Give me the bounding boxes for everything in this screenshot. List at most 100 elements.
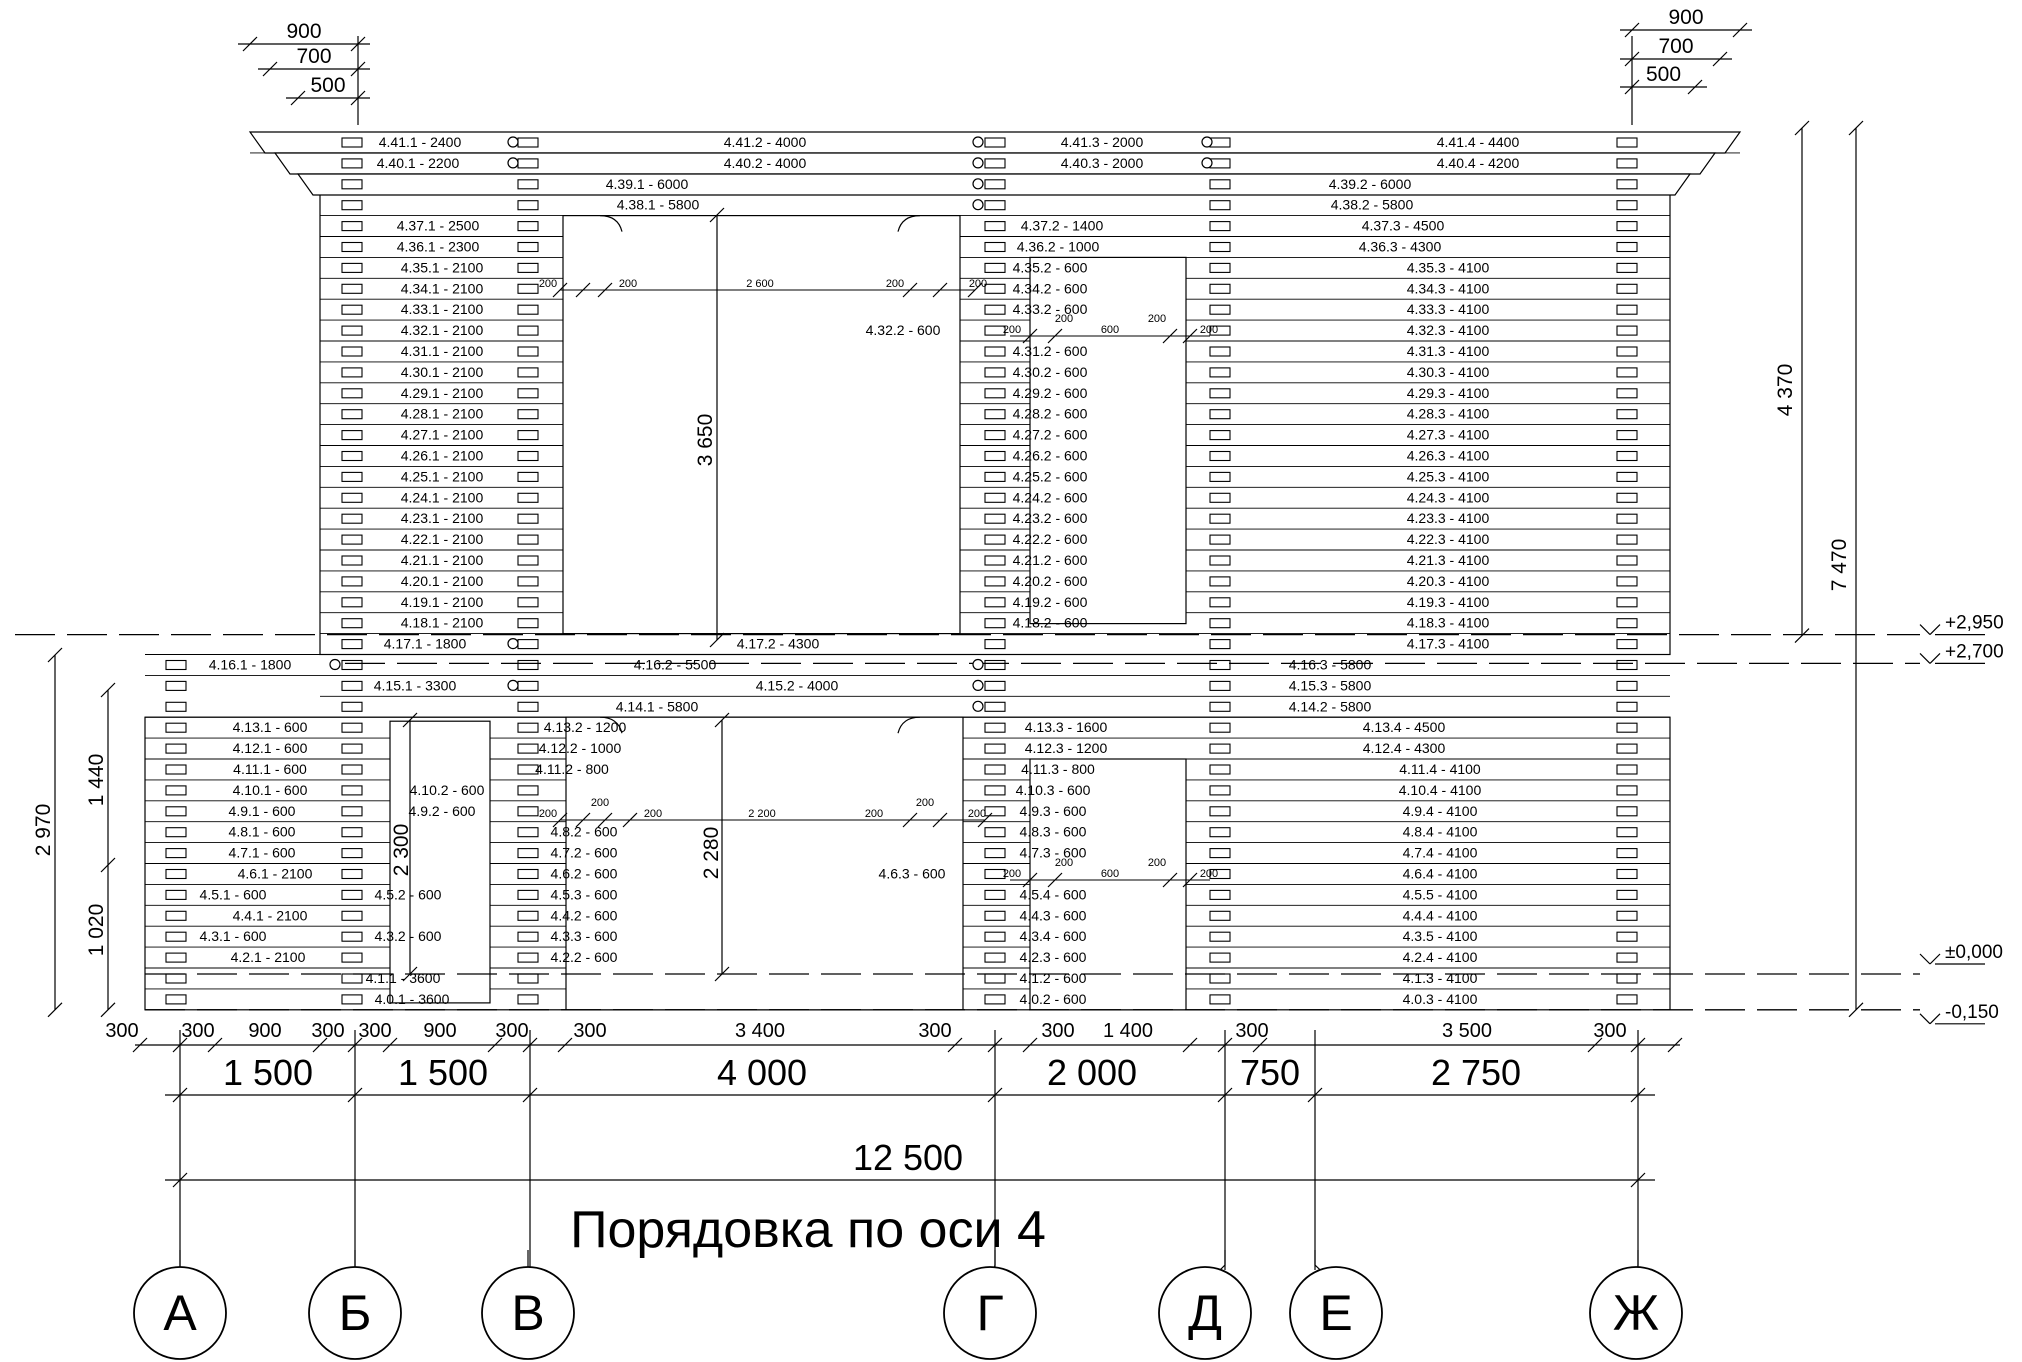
log-notch [341, 450, 363, 462]
dimension-tick [552, 812, 568, 828]
dimension-tick [1848, 120, 1864, 136]
dimension-tick [902, 812, 918, 828]
log-label-21-2: 4.21.3 - 4100 [1407, 552, 1490, 568]
log-notch [341, 367, 363, 378]
log-label-35-0: 4.35.1 - 2100 [401, 259, 484, 275]
dimension-tick [597, 812, 613, 828]
log-label-11-3: 4.11.4 - 4100 [1399, 761, 1481, 777]
log-label-6-1: 4.6.2 - 600 [551, 866, 618, 882]
log-label-12-3: 4.12.4 - 4300 [1363, 740, 1446, 756]
dimension-tick [1182, 872, 1198, 888]
log-notch [1616, 200, 1638, 211]
dim-b1-7: 300 [573, 1020, 606, 1042]
log-notch [1209, 534, 1231, 545]
dimension-tick [714, 712, 730, 728]
log-notch [341, 576, 363, 587]
log-notch [1616, 576, 1638, 587]
log-notch [1616, 325, 1638, 336]
log-notch [341, 221, 363, 232]
log-label-41-3: 4.41.4 - 4400 [1437, 134, 1520, 150]
log-label-36-0: 4.36.1 - 2300 [397, 239, 480, 255]
log-notch [984, 450, 1006, 462]
log-label-5-2: 4.5.3 - 600 [551, 886, 618, 902]
log-label-23-2: 4.23.3 - 4100 [1407, 510, 1490, 526]
door-opening [389, 720, 491, 1004]
log-notch [341, 534, 363, 545]
log-notch [341, 806, 363, 817]
log-label-19-0: 4.19.1 - 2100 [401, 594, 484, 610]
log-label-30-2: 4.30.3 - 4100 [1407, 364, 1490, 380]
dim-window-lower-h: 2 280 [700, 827, 723, 880]
log-notch [165, 722, 187, 733]
log-notch [1616, 827, 1638, 838]
log-notch [517, 722, 539, 733]
log-notch [1209, 430, 1231, 441]
dowel-mark [972, 679, 984, 692]
log-notch [1209, 221, 1231, 232]
log-label-22-1: 4.22.2 - 600 [1013, 531, 1088, 547]
log-notch [1209, 471, 1231, 482]
log-label-16-0: 4.16.1 - 1800 [209, 657, 292, 673]
log-notch [1616, 409, 1638, 420]
log-label-18-1: 4.18.2 - 600 [1013, 615, 1088, 631]
log-label-2-2: 4.2.3 - 600 [1020, 949, 1087, 965]
log-notch [165, 785, 187, 796]
log-notch [1209, 827, 1231, 838]
log-notch [984, 200, 1006, 211]
upper-window-opening [562, 215, 961, 635]
dim-b1-14: 300 [1593, 1020, 1626, 1042]
log-notch [341, 158, 363, 169]
dim-b1-0: 300 [105, 1020, 138, 1042]
log-label-7-0: 4.7.1 - 600 [229, 845, 296, 861]
log-notch [984, 827, 1006, 838]
log-label-13-1: 4.13.2 - 1200 [544, 719, 627, 735]
log-notch [984, 471, 1006, 482]
log-notch [165, 910, 187, 921]
log-notch [1616, 764, 1638, 775]
axis-label: В [511, 1285, 544, 1341]
dim-sl-1: 200 [1055, 857, 1073, 869]
dimension-tick [207, 1037, 223, 1053]
log-label-2-0: 4.2.1 - 2100 [231, 949, 306, 965]
log-notch [1616, 513, 1638, 524]
log-label-0-1: 4.0.2 - 600 [1020, 991, 1087, 1007]
log-label-13-0: 4.13.1 - 600 [233, 719, 308, 735]
log-notch [1616, 137, 1638, 148]
log-label-25-1: 4.25.2 - 600 [1013, 468, 1088, 484]
log-notch [517, 200, 539, 211]
log-label-36-2: 4.36.3 - 4300 [1359, 239, 1442, 255]
log-notch [341, 639, 363, 650]
log-notch [1209, 200, 1231, 211]
log-notch [1616, 848, 1638, 859]
log-label-29-0: 4.29.1 - 2100 [401, 385, 484, 401]
dim-door-h: 2 300 [390, 824, 413, 877]
log-notch [341, 325, 363, 336]
log-notch [1616, 283, 1638, 294]
log-label-22-0: 4.22.1 - 2100 [401, 531, 484, 547]
log-label-17-0: 4.17.1 - 1800 [384, 636, 467, 652]
log-label-11-2: 4.11.3 - 800 [1021, 761, 1095, 777]
dim-sl-4: 200 [1200, 868, 1218, 880]
log-notch [341, 430, 363, 441]
dimension-tick [932, 282, 948, 298]
log-notch [1616, 973, 1638, 984]
dowel-mark [972, 178, 984, 190]
log-notch [984, 221, 1006, 232]
dim-wl-3: 2 200 [748, 808, 776, 820]
level-mark-2950-arrow [1919, 624, 1941, 636]
dim-wu-4: 200 [969, 278, 987, 290]
log-notch [341, 137, 363, 148]
dim-wu-1: 200 [619, 278, 637, 290]
log-label-25-2: 4.25.3 - 4100 [1407, 468, 1490, 484]
dim-b1-8: 3 400 [735, 1020, 785, 1042]
log-notch [341, 680, 363, 691]
log-label-5-1: 4.5.2 - 600 [375, 886, 442, 902]
log-notch [984, 806, 1006, 817]
log-notch [1209, 137, 1231, 148]
log-label-33-2: 4.33.3 - 4100 [1407, 301, 1490, 317]
log-notch [984, 513, 1006, 524]
log-notch [517, 785, 539, 796]
log-notch [517, 241, 539, 253]
log-label-34-0: 4.34.1 - 2100 [401, 280, 484, 296]
dimension-tick [967, 282, 983, 298]
